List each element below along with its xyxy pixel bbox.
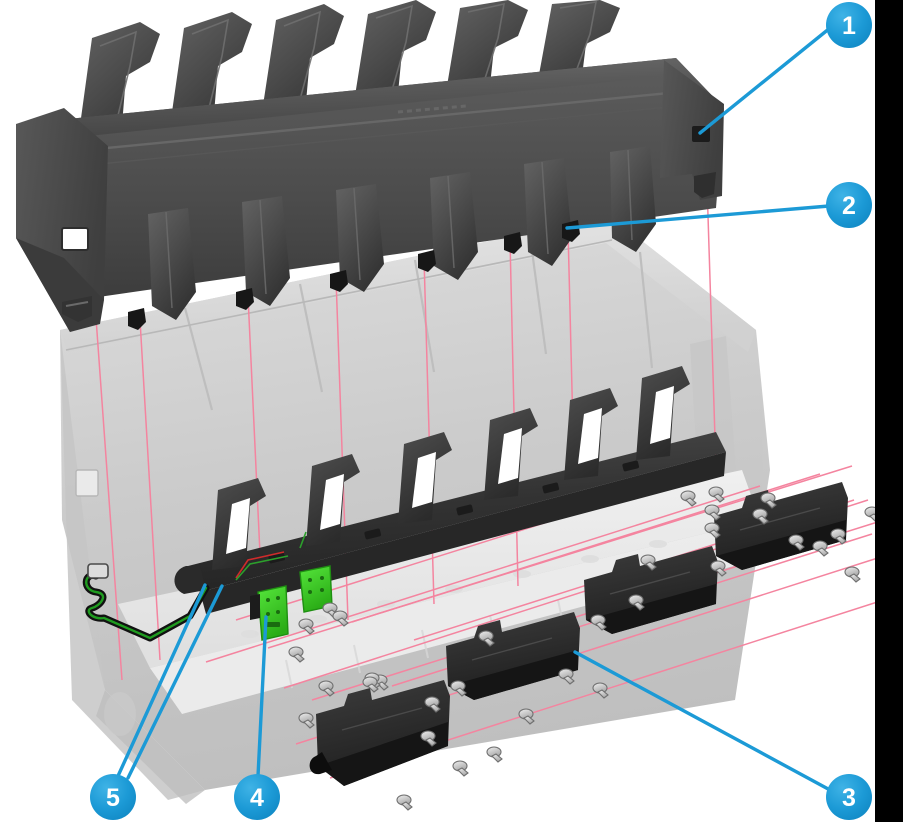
leader-line-5b xyxy=(126,584,224,780)
leader-line-2 xyxy=(565,204,831,230)
latch-clip-group xyxy=(174,366,726,614)
cover-lower-finger-group xyxy=(148,146,656,320)
screw-group xyxy=(288,486,881,811)
callout-2[interactable]: 2 xyxy=(826,182,872,228)
callout-1[interactable]: 1 xyxy=(826,2,872,48)
leader-line-4 xyxy=(256,615,268,778)
right-edge-bar xyxy=(875,0,903,822)
top-cover xyxy=(16,0,724,332)
callout-2-label: 2 xyxy=(842,192,856,220)
bracket-strip xyxy=(584,546,718,634)
callout-3-label: 3 xyxy=(842,784,856,812)
callout-1-label: 1 xyxy=(842,12,856,40)
clip-tab-group xyxy=(128,220,580,330)
callout-4[interactable]: 4 xyxy=(234,774,280,820)
leader-line-1 xyxy=(698,26,832,135)
harness-cable xyxy=(82,563,210,642)
cover-finger-group xyxy=(78,0,620,150)
bracket-strip xyxy=(309,680,450,786)
callout-4-label: 4 xyxy=(250,784,264,812)
callout-3[interactable]: 3 xyxy=(826,774,872,820)
callout-5[interactable]: 5 xyxy=(90,774,136,820)
cover-left-slot xyxy=(61,227,89,251)
callout-5-label: 5 xyxy=(106,784,120,812)
callout-badge-group: 1 2 3 4 5 xyxy=(90,2,872,820)
leader-line-3 xyxy=(573,650,832,792)
leader-line-5a xyxy=(116,583,207,778)
leader-line-group xyxy=(116,26,832,792)
cable-connector xyxy=(87,563,109,579)
